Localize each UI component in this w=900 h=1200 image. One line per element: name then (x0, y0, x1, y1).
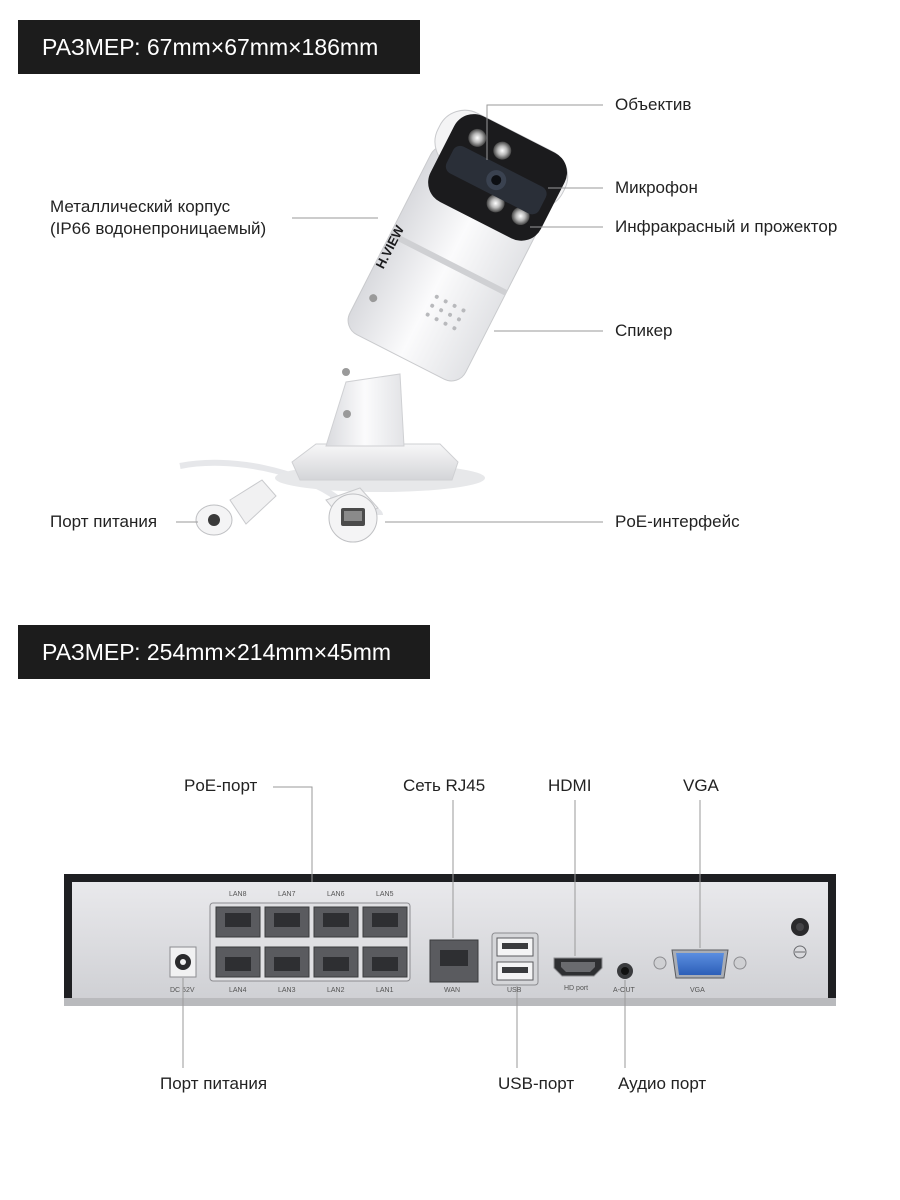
label-poe-interface: PoE-интерфейс (615, 512, 740, 531)
label-lens: Объектив (615, 95, 692, 114)
label-poe-port: PoE-порт (184, 776, 258, 795)
svg-text:VGA: VGA (690, 987, 705, 994)
panel-labels: LAN8 LAN7 LAN6 LAN5 LAN4 LAN3 LAN2 LAN1 … (170, 891, 705, 994)
svg-text:A-OUT: A-OUT (613, 987, 636, 994)
lan-port-block (209, 902, 411, 982)
ground-screw (791, 918, 809, 959)
dc-power-jack (169, 946, 197, 978)
svg-text:LAN3: LAN3 (278, 987, 296, 994)
svg-text:LAN2: LAN2 (327, 987, 345, 994)
label-housing: Металлический корпус (IP66 водонепроница… (50, 196, 266, 240)
svg-text:DC 52V: DC 52V (170, 987, 195, 994)
svg-text:USB: USB (507, 987, 522, 994)
label-camera-power-port: Порт питания (50, 512, 158, 531)
svg-text:WAN: WAN (444, 987, 460, 994)
camera-size-banner: РАЗМЕР: 67mm×67mm×186mm (18, 20, 420, 74)
label-housing-line1: Металлический корпус (50, 197, 231, 216)
hdmi-port (553, 957, 603, 977)
svg-text:LAN8: LAN8 (229, 891, 247, 898)
label-vga: VGA (683, 776, 719, 795)
svg-text:LAN5: LAN5 (376, 891, 394, 898)
label-usb-port: USB-порт (498, 1074, 575, 1093)
speaker-grille (425, 294, 466, 331)
cable (179, 459, 342, 503)
svg-text:HD port: HD port (564, 985, 588, 992)
label-hdmi: HDMI (548, 776, 592, 795)
label-speaker: Спикер (615, 321, 673, 340)
label-rj45: Сеть RJ45 (403, 776, 486, 795)
label-ir-light: Инфракрасный и прожектор (615, 217, 838, 236)
wan-port (429, 939, 479, 983)
dc-power-connector (195, 479, 277, 536)
camera-callout-lines (176, 104, 603, 523)
audio-out-jack (617, 963, 633, 979)
vga-port (653, 949, 747, 979)
label-microphone: Микрофон (615, 178, 698, 197)
svg-text:LAN1: LAN1 (376, 987, 394, 994)
camera-body: H.VIEW (347, 109, 569, 382)
nvr-callout-lines (182, 786, 701, 1068)
mount-base (291, 443, 459, 481)
nvr-size-banner: РАЗМЕР: 254mm×214mm×45mm (18, 625, 430, 679)
svg-text:LAN6: LAN6 (327, 891, 345, 898)
svg-text:LAN7: LAN7 (278, 891, 296, 898)
label-nvr-power-port: Порт питания (160, 1074, 268, 1093)
usb-ports (491, 932, 539, 986)
mount-stem (325, 373, 405, 447)
label-housing-line2: (IP66 водонепроницаемый) (50, 219, 267, 238)
label-audio-port: Аудио порт (618, 1074, 707, 1093)
svg-text:LAN4: LAN4 (229, 987, 247, 994)
rj45-connector (325, 487, 379, 543)
